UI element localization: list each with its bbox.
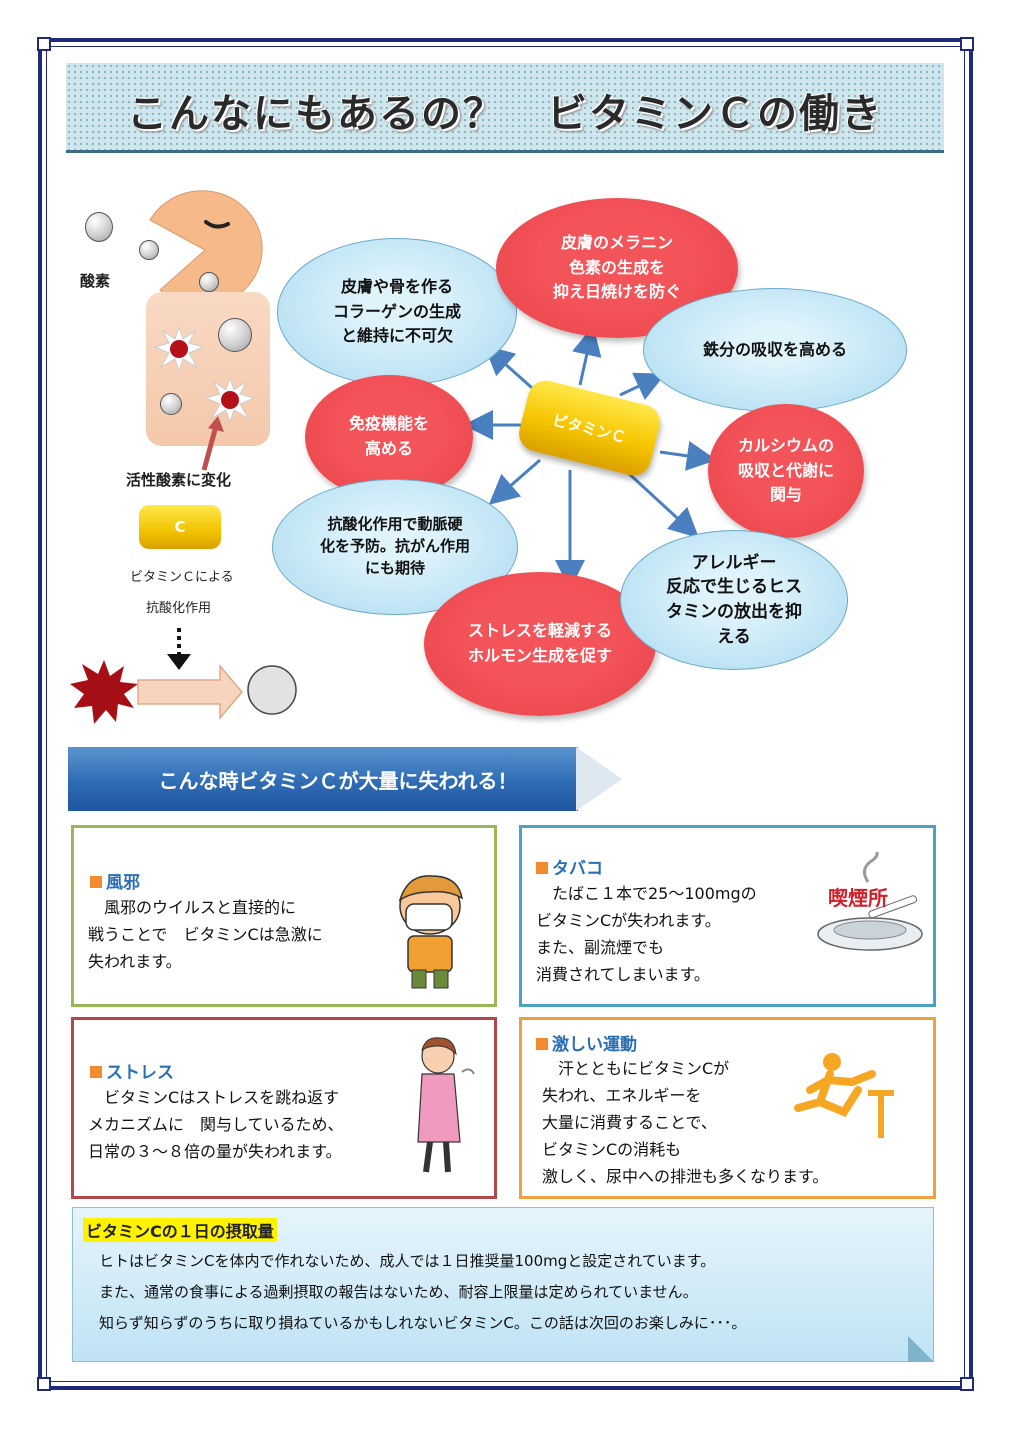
bubble-text: タミンの放出を抑 (666, 602, 802, 622)
arrows-diagram (463, 325, 717, 590)
bubble-text: 抑え日焼けを防ぐ (552, 282, 681, 302)
panel-tobacco: タバコ たばこ１本で25～100mgの ビタミンCが失われます。 また、副流煙で… (519, 825, 936, 1007)
bubble-text: 皮膚のメラニン (560, 232, 673, 252)
masked-boy-icon (398, 875, 464, 989)
bubble-text: 吸収と代謝に (737, 460, 834, 480)
panel-tobacco-title: タバコ (536, 854, 603, 879)
bubble-allergy: アレルギー反応で生じるヒスタミンの放出を抑える (620, 530, 848, 670)
banner-title: こんな時ビタミンＣが大量に失われる！ (158, 768, 518, 793)
bubble-text: える (717, 626, 751, 647)
bubble-text: 鉄分の吸収を高める (702, 339, 847, 359)
page-title: こんなにもあるの？ ビタミンＣの働き (127, 91, 883, 137)
frame-corner (960, 1377, 974, 1391)
bubble-stress-hormone: ストレスを軽減するホルモン生成を促す (424, 572, 656, 716)
bubble-collagen: 皮膚や骨を作るコラーゲンの生成と維持に不可欠 (277, 238, 517, 386)
panel-exercise-title-text: 激しい運動 (552, 1035, 637, 1055)
bubble-melanin: 皮膚のメラニン色素の生成を抑え日焼けを防ぐ (496, 198, 738, 338)
panel-cold-title: 風邪 (90, 868, 140, 893)
panel-stress-body: ビタミンCはストレスを跳ね返す メカニズムに 関与しているため、 日常の３～８倍… (88, 1088, 344, 1161)
capsule-label: ビタミンＣ (550, 410, 628, 447)
daily-intake-line: ヒトはビタミンCを体内で作れないため、成人では１日推奨量100mgと設定されてい… (99, 1252, 716, 1270)
bubble-text: にも期待 (364, 558, 425, 577)
panel-exercise: 激しい運動 汗とともにビタミンCが 失われ、エネルギーを 大量に消費することで、… (519, 1017, 936, 1199)
oxygen-ball-icon (139, 240, 159, 260)
active-oxygen-label: 活性酸素に変化 (126, 471, 232, 489)
conversion-illustration (70, 660, 297, 724)
daily-intake-title: ビタミンCの１日の摂取量 (83, 1218, 277, 1242)
ashtray-icon (817, 852, 923, 951)
bubble-iron: 鉄分の吸収を高める (643, 288, 907, 412)
bubble-text: 抗酸化作用で動脈硬 (327, 515, 463, 534)
frame-corner (37, 37, 51, 51)
smoking-area-sign: 喫煙所 (828, 886, 888, 910)
bubble-text: アレルギー (691, 552, 777, 573)
daily-intake-line: また、通常の食事による過剰摂取の報告はないため、耐容上限量は定められていません。 (99, 1283, 698, 1301)
frame-corner (960, 37, 974, 51)
bubble-calcium: カルシウムの吸収と代謝に関与 (708, 404, 864, 538)
bubble-text: 免疫機能を (348, 414, 429, 434)
bullet-square-icon (536, 862, 548, 874)
oxygen-ball-icon (85, 212, 113, 242)
panel-cold-title-text: 風邪 (106, 873, 140, 893)
panel-stress-title: ストレス (90, 1058, 174, 1083)
bubble-text: と維持に不可欠 (340, 326, 453, 346)
panel-exercise-body: 汗とともにビタミンCが 失われ、エネルギーを 大量に消費することで、 ビタミンC… (542, 1059, 829, 1186)
small-capsule-icon: C (139, 505, 221, 549)
panel-stress: ストレス ビタミンCはストレスを跳ね返す メカニズムに 関与しているため、 日常… (71, 1017, 497, 1199)
small-capsule-label: C (174, 518, 186, 536)
active-oxygen-burst-icon (155, 327, 203, 371)
page-frame-inner (46, 46, 965, 1382)
bubble-text: ホルモン生成を促す (467, 646, 612, 665)
red-arrow-icon (201, 416, 224, 471)
panel-tobacco-body: たばこ１本で25～100mgの ビタミンCが失われます。 また、副流煙でも 消費… (536, 884, 757, 984)
bubble-text: 皮膚や骨を作る (340, 276, 453, 296)
page-frame-outer (38, 38, 973, 1390)
section-banner (68, 747, 578, 811)
bubble-text: 反応で生じるヒス (666, 577, 802, 598)
page-curl-corner (908, 1336, 934, 1362)
title-banner: こんなにもあるの？ ビタミンＣの働き (66, 63, 944, 153)
oxygen-label: 酸素 (80, 272, 111, 290)
runner-icon (794, 1053, 894, 1138)
bubble-immunity: 免疫機能を高める (305, 375, 473, 499)
bubble-text: 関与 (769, 485, 802, 505)
panel-cold: 風邪 風邪のウイルスと直接的に 戦うことで ビタミンCは急激に 失われます。 (71, 825, 497, 1007)
bullet-square-icon (90, 1066, 102, 1078)
bubble-text: 高める (364, 439, 413, 458)
antioxidant-label-1: ビタミンＣによる (130, 570, 234, 585)
bullet-square-icon (536, 1038, 548, 1050)
stressed-person-icon (417, 1037, 475, 1173)
dashed-down-arrow-icon (167, 628, 191, 670)
bullet-square-icon (90, 876, 102, 888)
oxygen-ball-icon (160, 393, 182, 415)
bubble-text: 色素の生成を (568, 257, 665, 277)
bubble-text: コラーゲンの生成 (332, 301, 461, 321)
bubble-text: カルシウムの (737, 435, 834, 455)
panel-stress-title-text: ストレス (106, 1063, 174, 1083)
antioxidant-label-2: 抗酸化作用 (146, 601, 212, 616)
daily-intake-line: 知らず知らずのうちに取り損ねているかもしれないビタミンC。この話は次回のお楽しみ… (99, 1314, 747, 1332)
oxygen-ball-icon (199, 272, 219, 292)
bubble-text: 化を予防。抗がん作用 (319, 537, 470, 556)
banner-arrow-tip (576, 747, 622, 811)
panel-tobacco-title-text: タバコ (552, 859, 603, 879)
bubble-text: ストレスを軽減する (467, 621, 612, 641)
panel-exercise-title: 激しい運動 (536, 1030, 637, 1055)
panel-cold-body: 風邪のウイルスと直接的に 戦うことで ビタミンCは急激に 失われます。 (88, 898, 323, 971)
oxygen-ball-icon (218, 318, 252, 352)
daily-intake-box: ビタミンCの１日の摂取量 ヒトはビタミンCを体内で作れないため、成人では１日推奨… (72, 1207, 934, 1362)
body-illustration (146, 292, 270, 446)
frame-corner (37, 1377, 51, 1391)
active-oxygen-burst-icon (206, 378, 254, 422)
